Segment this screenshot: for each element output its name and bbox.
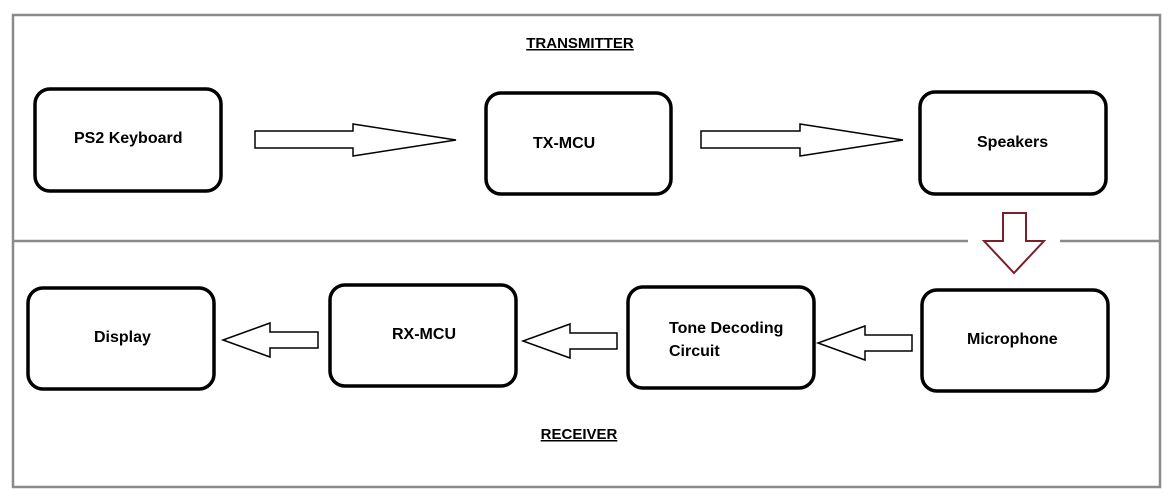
arrow-tone-decoding-to-rx-mcu [520, 322, 618, 360]
display-block: Display [26, 286, 216, 391]
tone-decoding-label: Tone Decoding Circuit [669, 320, 788, 360]
arrow-rx-mcu-to-display [220, 321, 319, 359]
ps2-keyboard-box [33, 87, 223, 193]
receiver-title: RECEIVER [541, 426, 618, 443]
outer-frame [11, 13, 1162, 489]
arrow-microphone-to-tone-decoding [815, 324, 913, 362]
tx-mcu-label: TX-MCU [533, 135, 595, 152]
display-label: Display [94, 329, 151, 346]
speakers-block: Speakers [918, 90, 1108, 196]
rx-mcu-block: RX-MCU [328, 283, 518, 388]
microphone-block: Microphone [920, 288, 1110, 393]
tone-decoding-box [626, 285, 816, 390]
tone-decoding-block: Tone Decoding Circuit [626, 285, 816, 390]
microphone-label: Microphone [967, 331, 1058, 348]
tx-mcu-block: TX-MCU [484, 91, 673, 196]
ps2-keyboard-block: PS2 Keyboard [33, 87, 223, 193]
arrow-speakers-to-microphone [981, 212, 1047, 275]
tx-mcu-box [484, 91, 673, 196]
tone-decoding-label-line-2: Circuit [669, 343, 720, 360]
microphone-box [920, 288, 1110, 393]
transmitter-title: TRANSMITTER [526, 35, 634, 52]
ps2-keyboard-label: PS2 Keyboard [74, 130, 182, 147]
speakers-label: Speakers [977, 134, 1048, 151]
display-box [26, 286, 216, 391]
rx-mcu-label: RX-MCU [392, 326, 456, 343]
speakers-box [918, 90, 1108, 196]
tone-decoding-label-line-1: Tone Decoding [669, 320, 783, 337]
rx-mcu-box [328, 283, 518, 388]
arrow-keyboard-to-tx-mcu [254, 123, 457, 157]
arrow-tx-mcu-to-speakers [700, 123, 904, 157]
